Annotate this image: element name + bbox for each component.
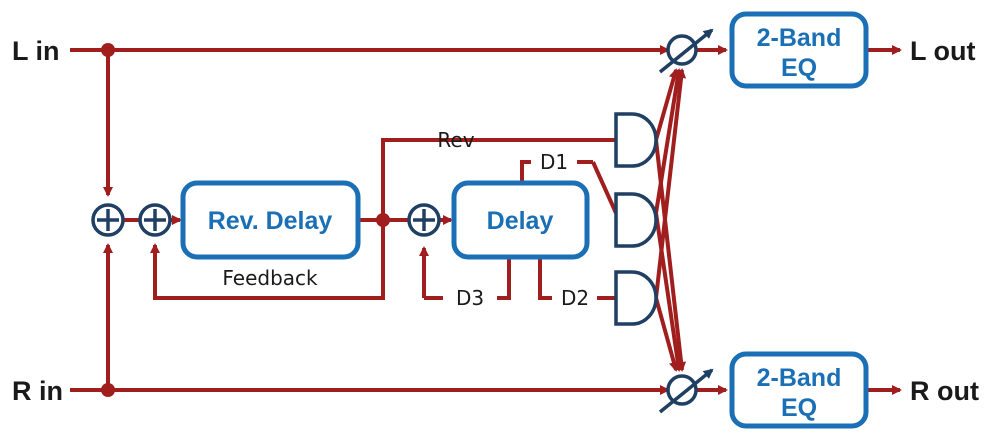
eq-top-line1: 2-Band: [757, 24, 842, 52]
level-gate-d1: [614, 192, 658, 248]
rev-tap-label: Rev: [437, 128, 474, 152]
signal-wires: [70, 45, 902, 395]
eq-bottom-line1: 2-Band: [757, 364, 842, 392]
d1-tap-label: D1: [540, 150, 568, 174]
eq-block-top: 2-Band EQ: [729, 11, 869, 89]
feedback-label: Feedback: [222, 266, 318, 290]
output-mixer-left: [658, 28, 714, 74]
output-mixer-right: [658, 368, 714, 414]
output-label-right: R out: [910, 376, 979, 406]
delay-label: Delay: [487, 207, 554, 235]
junction-dot-l-in: [101, 43, 115, 57]
junction-dot-rev-delay-out: [376, 213, 390, 227]
level-gate-d2: [614, 270, 658, 326]
input-label-right: R in: [12, 376, 63, 406]
junction-dot-r-in: [101, 383, 115, 397]
level-gate-rev: [614, 112, 658, 168]
eq-bottom-line2: EQ: [781, 394, 817, 422]
d3-tap-label: D3: [456, 286, 484, 310]
sum-node-delay: [407, 203, 441, 237]
input-label-left: L in: [12, 36, 60, 66]
rev-delay-block: Rev. Delay: [180, 180, 361, 260]
eq-top-line2: EQ: [781, 54, 817, 82]
eq-block-bottom: 2-Band EQ: [729, 351, 869, 429]
sum-node-input: [91, 203, 125, 237]
junction-dots: [101, 43, 390, 397]
d2-tap-label: D2: [561, 286, 589, 310]
output-label-left: L out: [910, 36, 975, 66]
delay-block: Delay: [451, 180, 590, 260]
sum-node-feedback: [138, 203, 172, 237]
rev-delay-label: Rev. Delay: [208, 207, 333, 235]
